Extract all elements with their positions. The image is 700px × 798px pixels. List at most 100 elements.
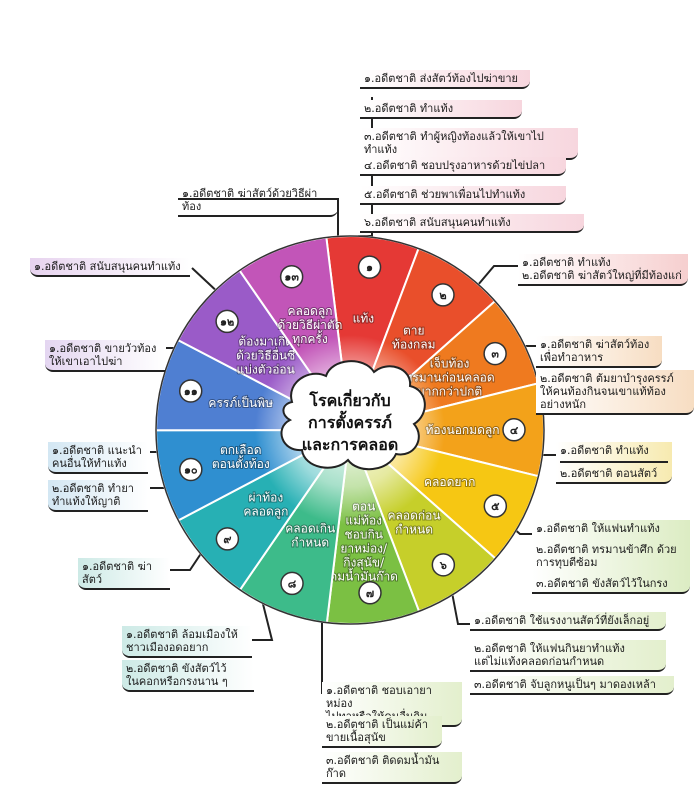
note-left-4: ๑.อดีตชาติ ฆ่าสัตว์ — [78, 558, 170, 590]
note-top-3: ๓.อดีตชาติ ทำผู้หญิงท้องแล้วให้เขาไปทำแท… — [360, 128, 578, 160]
segment-label: คลอดก่อนกำหนด — [388, 509, 441, 537]
connector-line — [449, 581, 470, 625]
segment-number: ๑ — [366, 261, 373, 274]
center-hub: โรคเกี่ยวกับการตั้งครรภ์และการคลอด — [255, 335, 445, 525]
segment-number: ๖ — [439, 559, 447, 572]
segment-label-line: คลอดลูก — [243, 505, 288, 520]
segment-badge — [502, 418, 526, 442]
note-right-2a-line2: เพื่อทำอาหาร — [540, 351, 604, 364]
note-top-1: ๑.อดีตชาติ ส่งสัตว์ท้องไปฆ่าขาย — [360, 70, 530, 89]
note-top-left: ๑.อดีตชาติ ฆ่าสัตว์ด้วยวิธีผ่าท้อง — [178, 185, 338, 217]
note-left-2-line1: ๑.อดีตชาติ ขายวัวท้อง — [49, 342, 157, 355]
segment-label: ตกเลือดตอนตั้งท้อง — [212, 443, 270, 471]
note-right-2b-line2: ให้คนท้องกินจนเขาแท้ท้อง — [540, 385, 666, 398]
segment-badge — [431, 283, 455, 307]
note-left-3b-line2: ทำแท้งให้ญาติ — [52, 495, 121, 508]
connector-line — [471, 265, 518, 293]
note-top-6: ๖.อดีตชาติ สนับสนุนคนทำแท้ง — [360, 214, 584, 233]
segment-label-line: คลอดลูก — [287, 304, 332, 319]
segment-label-line: ด้วยวิธีอื่นซี — [236, 346, 295, 362]
segment-label-line: กิ่งสุนัข/ — [343, 554, 385, 571]
segment-badge — [215, 309, 239, 334]
note-left-5a-line2: ชาวเมืองอดอยาก — [126, 641, 209, 654]
segment-badge — [357, 255, 382, 279]
note-right-2a-line1: ๑.อดีตชาติ ฆ่าสัตว์ท้อง — [540, 338, 650, 351]
segment-label: ตายท้องกลม — [392, 323, 436, 351]
connector-line — [252, 599, 274, 641]
segment-label: คลอดเกินกำหนด — [285, 521, 335, 549]
note-left-5a-line1: ๑.อดีตชาติ ล้อมเมืองให้ — [126, 628, 238, 641]
note-bottom-2-line1: ๒.อดีตชาติ เป็นแม่ค้า — [326, 718, 429, 731]
note-bottom-3: ๓.อดีตชาติ ติดดมน้ำมันก๊าด — [322, 752, 462, 784]
segment-number: ๑๐ — [184, 463, 198, 476]
note-right-1-line1: ๑.อดีตชาติ ทำแท้ง — [522, 256, 611, 269]
connector-line — [178, 198, 339, 238]
segment-label-line: คลอดยาก — [424, 475, 475, 489]
note-right-3-line1: ๑.อดีตชาติ ทำแท้ง — [560, 444, 668, 463]
segment-label-line: กำหนด — [395, 523, 433, 537]
note-right-4-line2: ๒.อดีตชาติ ทรมานข้าศึก ด้วยการทุบตีซ้อม — [536, 543, 677, 569]
segment-label-line: กำหนด — [291, 535, 329, 549]
segment-label-line: ท้องกลม — [392, 337, 436, 351]
segment-number: ๑๑ — [184, 385, 198, 398]
segment-number: ๕ — [491, 500, 500, 513]
segment-label-line: เจ็บท้อง — [430, 356, 470, 371]
note-right-4: ๑.อดีตชาติ ให้แฟนทำแท้ง ๒.อดีตชาติ ทรมาน… — [532, 520, 690, 594]
note-left-5b-line2: ในคอกหรือกรงนาน ๆ — [126, 675, 228, 688]
segment-label: คลอดยาก — [424, 475, 475, 489]
note-left-5a: ๑.อดีตชาติ ล้อมเมืองให้ ชาวเมืองอดอยาก — [122, 626, 252, 658]
center-title-line: การตั้งครรภ์ — [308, 410, 392, 432]
segment-label-line: ด้วยวิธีผ่าตัด — [277, 318, 342, 332]
segment-label-line: แท้ง — [353, 311, 375, 325]
note-left-2: ๑.อดีตชาติ ขายวัวท้อง ให้เขาเอาไปฆ่า — [45, 340, 165, 372]
segment-number: ๑๓ — [284, 271, 299, 284]
segment-number: ๘ — [288, 577, 297, 590]
note-right-2b: ๒.อดีตชาติ ต้มยาบำรุงครรภ์ ให้คนท้องกินจ… — [536, 370, 694, 415]
note-right-2a: ๑.อดีตชาติ ฆ่าสัตว์ท้อง เพื่อทำอาหาร — [536, 336, 662, 368]
segment-badge — [358, 581, 382, 605]
note-left-3b-line1: ๒.อดีตชาติ ทำยา — [52, 482, 134, 495]
note-right-1-line2: ๒.อดีตชาติ ฆ่าสัตว์ใหญ่ที่มีท้องแก่ — [522, 269, 682, 282]
note-bottom-1-line1: ๑.อดีตชาติ ชอบเอายาหม่อง — [326, 684, 432, 710]
segment-label-line: ตกเลือด — [220, 443, 262, 457]
note-left-3b: ๒.อดีตชาติ ทำยา ทำแท้งให้ญาติ — [48, 480, 148, 512]
center-title: โรคเกี่ยวกับการตั้งครรภ์และการคลอด — [302, 389, 398, 454]
note-left-3a-line2: คนอื่นให้ทำแท้ง — [52, 457, 127, 470]
note-bottom-2-line2: ขายเนื้อสุนัข — [326, 731, 386, 744]
center-title-line: โรคเกี่ยวกับ — [308, 389, 390, 410]
center-cloud — [280, 360, 426, 471]
note-left-2-line2: ให้เขาเอาไปฆ่า — [49, 355, 123, 368]
segment-badge — [431, 553, 456, 577]
segment-label-line: คลอดเกิน — [285, 521, 335, 535]
note-left-1: ๑.อดีตชาติ สนับสนุนคนทำแท้ง — [30, 258, 190, 277]
note-right-2b-line3: อย่างหนัก — [540, 398, 587, 411]
segment-label-line: ต้องมาเกิด — [238, 334, 293, 348]
segment-label-line: ผ่าท้อง — [249, 491, 284, 505]
note-top-2: ๒.อดีตชาติ ทำแท้ง — [360, 100, 522, 119]
segment-badge — [483, 341, 507, 366]
note-bottom-2: ๒.อดีตชาติ เป็นแม่ค้า ขายเนื้อสุนัข — [322, 716, 442, 748]
segment-label-line: ตอนตั้งท้อง — [212, 455, 270, 471]
note-right-5b-line2: แต่ไม่แท้งคลอดก่อนกำหนด — [474, 655, 605, 668]
note-top-5: ๕.อดีตชาติ ช่วยพาเพื่อนไปทำแท้ง — [360, 186, 566, 205]
segment-badge — [280, 571, 304, 596]
segment-badge — [483, 494, 508, 518]
segment-label: ผ่าท้องคลอดลูก — [243, 491, 288, 520]
segment-badge — [179, 457, 203, 482]
note-right-4-line3: ๓.อดีตชาติ ขังสัตว์ไว้ในกรง — [536, 577, 668, 590]
note-right-3-line2: ๒.อดีตชาติ ตอนสัตว์ — [560, 467, 658, 480]
note-left-3a-line1: ๑.อดีตชาติ แนะนำ — [52, 444, 142, 457]
note-left-3a: ๑.อดีตชาติ แนะนำ คนอื่นให้ทำแท้ง — [48, 442, 148, 474]
segment-label-line: คลอดก่อน — [388, 509, 441, 523]
segment-label: ครรภ์เป็นพิษ — [208, 395, 273, 410]
segment-number: ๓ — [491, 348, 499, 361]
note-right-2b-line1: ๒.อดีตชาติ ต้มยาบำรุงครรภ์ — [540, 372, 674, 385]
segment-badge — [279, 264, 304, 289]
segment-badge — [215, 527, 240, 551]
segment-number: ๙ — [223, 533, 231, 546]
note-right-3: ๑.อดีตชาติ ทำแท้ง ๒.อดีตชาติ ตอนสัตว์ — [556, 442, 672, 484]
segment-badge — [178, 379, 203, 403]
wheel-outline — [155, 235, 545, 625]
segment-label-line: ครรภ์เป็นพิษ — [208, 395, 273, 410]
